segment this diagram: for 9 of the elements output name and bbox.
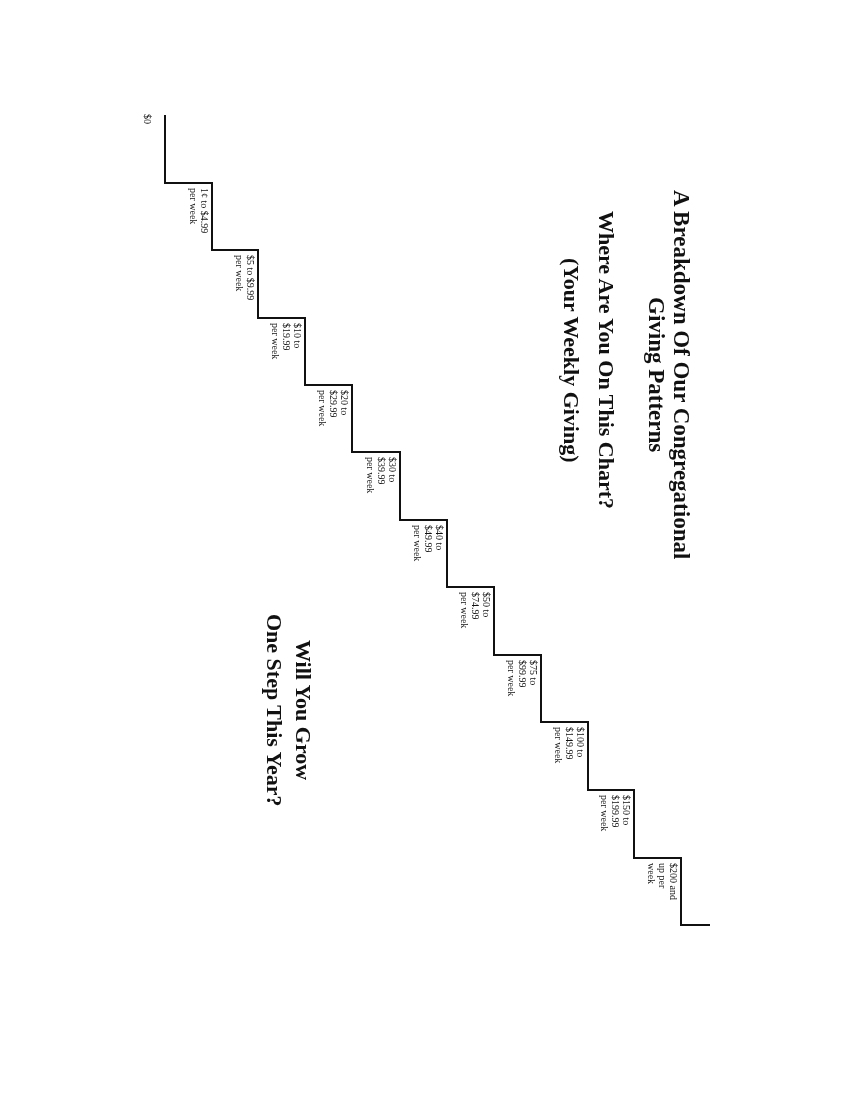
closing-question: Will You Grow [290, 638, 315, 783]
step-label: $200 and up per week [649, 863, 679, 902]
step-label: $5 to $9.99 per week [233, 255, 256, 303]
subtitle: Where Are You On This Chart? [593, 209, 618, 512]
title: A Breakdown Of Our Congregational Giving Patterns [642, 189, 694, 562]
step-label: 1¢ to $4.99 per week [187, 188, 210, 236]
subtitle: (Your Weekly Giving) [558, 256, 583, 465]
closing-question: One Step This Year? [261, 612, 286, 809]
axis-label: $0 [142, 114, 153, 124]
